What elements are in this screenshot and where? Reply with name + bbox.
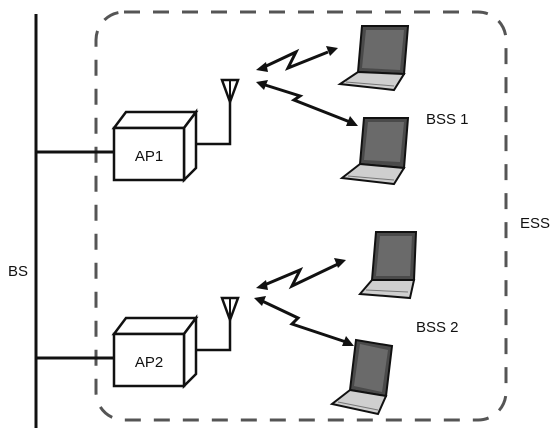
- ap2-antenna-cable: [196, 320, 230, 350]
- bs-label: BS: [8, 263, 28, 280]
- laptop-icon: [360, 232, 416, 298]
- laptop-icon: [342, 118, 408, 184]
- wireless-signal-icon: [256, 258, 346, 290]
- antenna-icon: [222, 80, 238, 102]
- wireless-signal-icon: [254, 296, 354, 346]
- laptop-icon: [340, 26, 408, 90]
- ap1-antenna-cable: [196, 100, 230, 144]
- laptop-icon: [332, 340, 392, 414]
- wireless-signal-icon: [256, 46, 338, 72]
- antenna-icon: [222, 298, 238, 320]
- ap2-label: AP2: [135, 354, 163, 371]
- ap1-box: [114, 112, 196, 180]
- bss1-label: BSS 1: [426, 111, 469, 128]
- wireless-signal-icon: [256, 80, 358, 126]
- ess-label: ESS: [520, 215, 550, 232]
- bss2-label: BSS 2: [416, 319, 459, 336]
- ap2-box: [114, 318, 196, 386]
- ap1-label: AP1: [135, 148, 163, 165]
